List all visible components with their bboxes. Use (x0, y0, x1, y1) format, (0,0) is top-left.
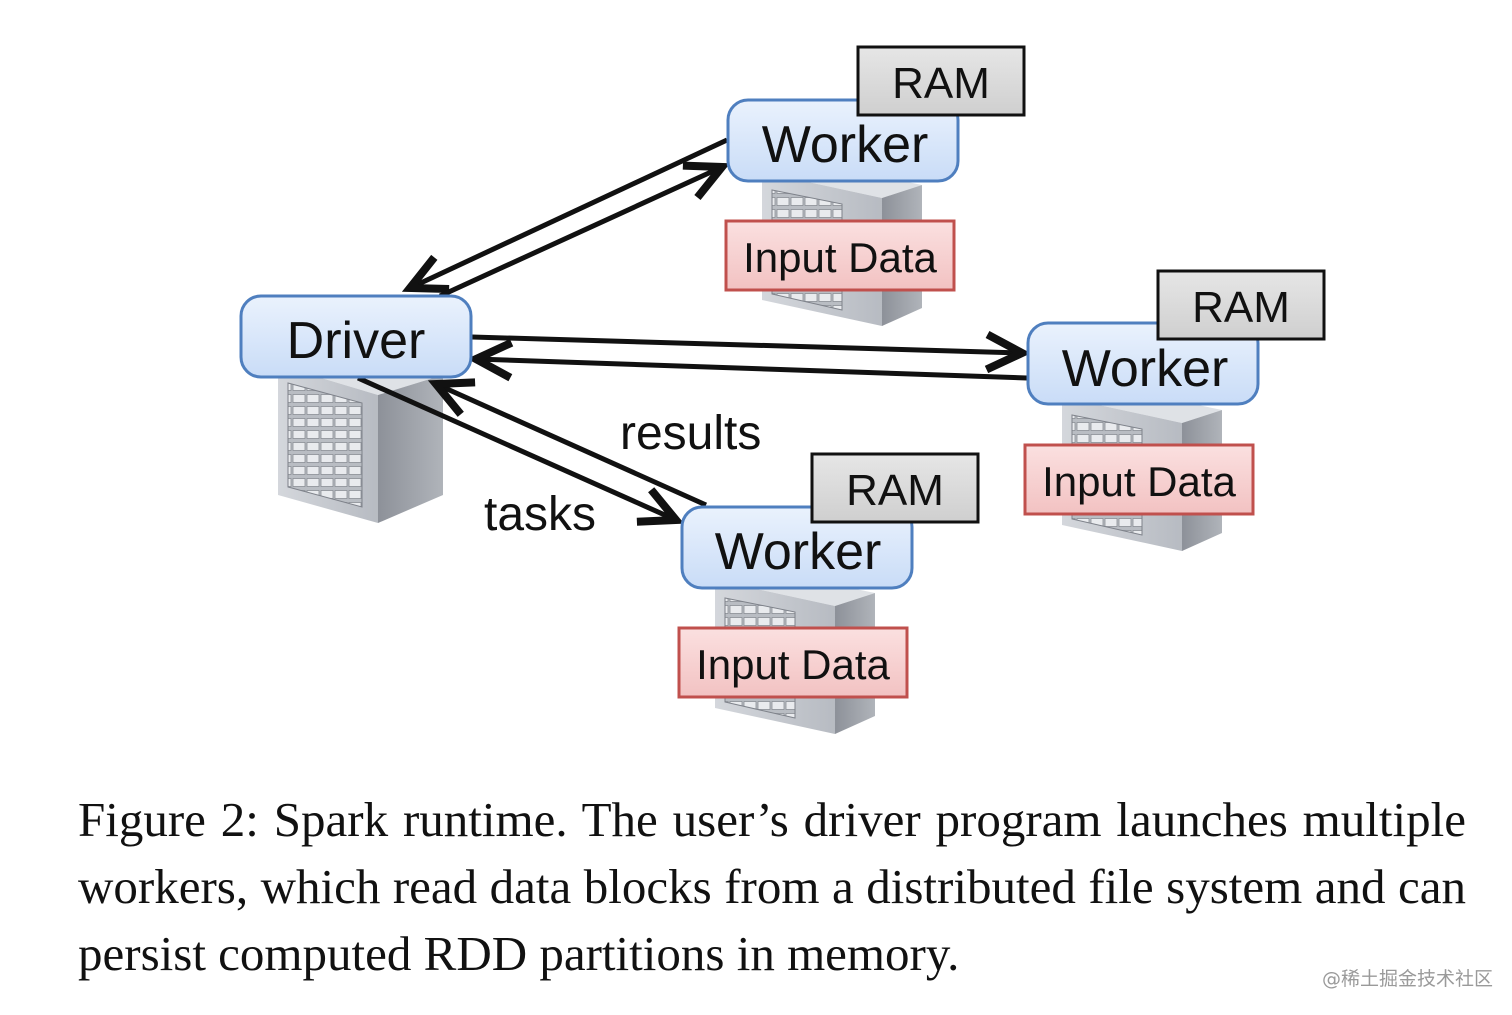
runtime-diagram: results tasks Driver Worker RAM Input Da… (239, 45, 1326, 734)
arrow-right-worker-to-driver (467, 339, 1028, 382)
driver-node: Driver (239, 294, 473, 379)
ram-box (810, 452, 980, 524)
arrow-tasks-driver-to-bottom-worker (356, 375, 685, 526)
ram-box (856, 45, 1026, 117)
input-data-box (724, 219, 956, 292)
arrow-results-bottom-worker-to-driver (427, 378, 708, 508)
input-data-box (1023, 443, 1255, 516)
worker-label: Worker (762, 116, 929, 174)
driver-label: Driver (287, 312, 426, 370)
figure-caption: Figure 2: Spark runtime. The user’s driv… (78, 792, 1466, 981)
worker-label: Worker (715, 523, 882, 581)
arrow-driver-to-right-worker (471, 330, 1031, 374)
ram-label: RAM (892, 59, 990, 108)
worker-label: Worker (1062, 340, 1229, 398)
tasks-label: tasks (484, 488, 596, 541)
connector-arrows (356, 137, 1031, 526)
worker-node-right: Worker RAM Input Data (1023, 269, 1326, 516)
server-icon (278, 345, 443, 523)
ram-box (1156, 269, 1326, 341)
input-data-label: Input Data (696, 641, 890, 688)
input-data-box (677, 626, 909, 699)
ram-label: RAM (1192, 283, 1290, 332)
input-data-label: Input Data (1042, 458, 1236, 505)
arrow-driver-to-top-worker (438, 161, 731, 299)
worker-node-bottom: Worker RAM Input Data (677, 452, 980, 699)
input-data-label: Input Data (743, 234, 937, 281)
watermark: @稀土掘金技术社区 (1322, 968, 1494, 990)
ram-label: RAM (846, 466, 944, 515)
worker-node-top: Worker RAM Input Data (724, 45, 1026, 292)
results-label: results (620, 407, 761, 460)
arrow-top-worker-to-driver (401, 137, 729, 294)
